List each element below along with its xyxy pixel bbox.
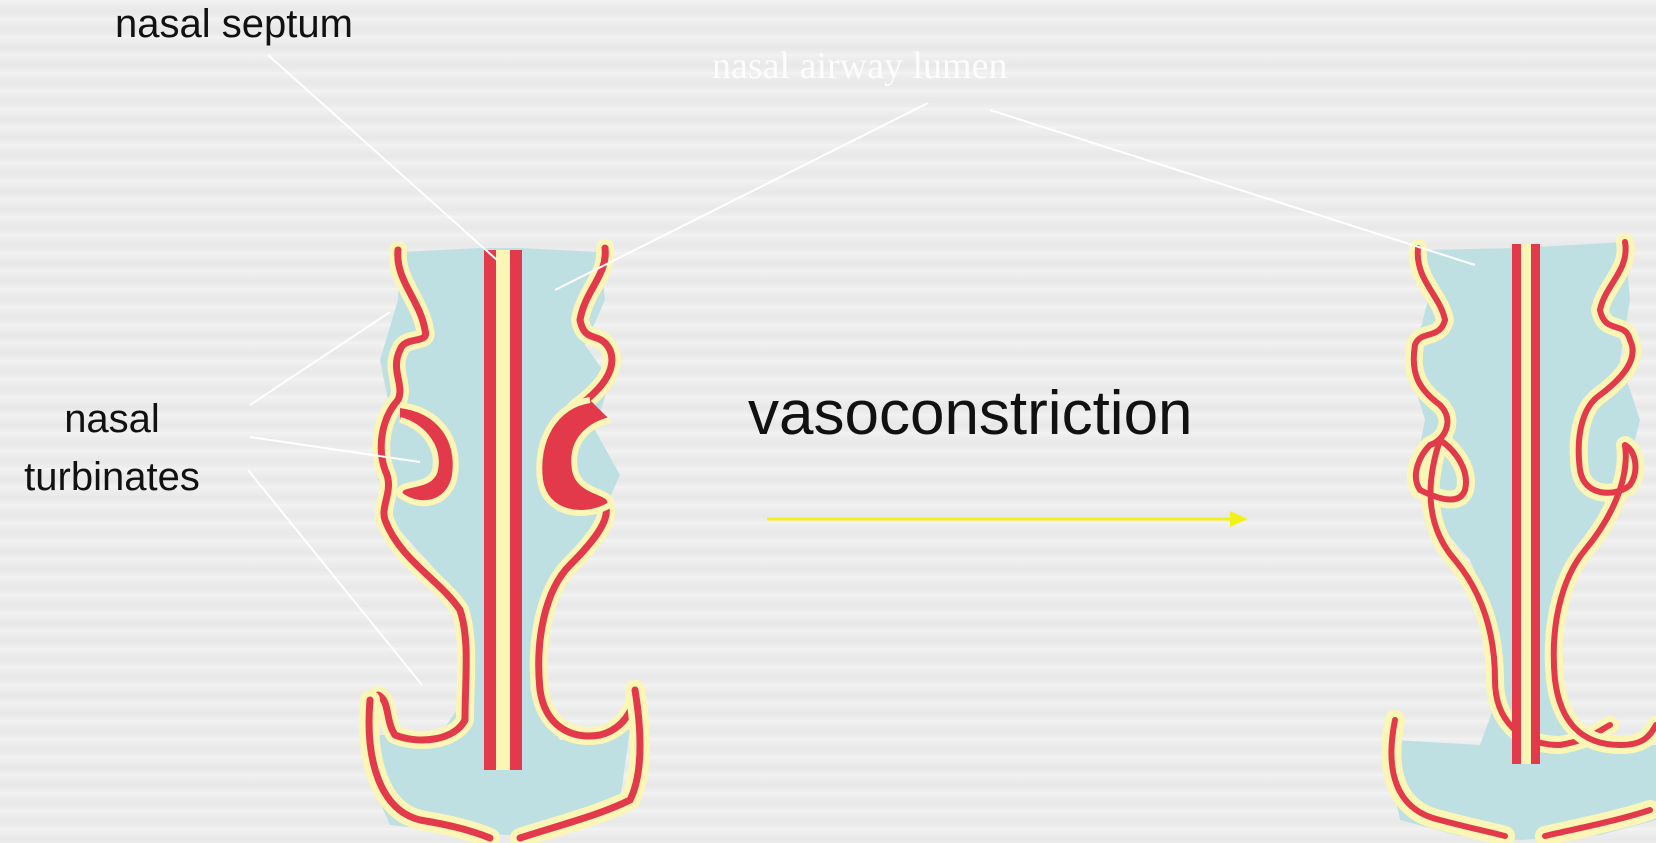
arrow-head	[1230, 511, 1248, 527]
leader-turbinate-1	[250, 312, 390, 405]
congested-nasal-cavity	[369, 248, 640, 838]
right-septum-wall-b	[1531, 244, 1540, 764]
left-septum-wall-b	[510, 250, 522, 770]
label-nasal-septum: nasal septum	[115, 2, 353, 47]
leader-septum	[268, 55, 497, 260]
right-septum-wall-a	[1512, 244, 1521, 764]
leader-lumen-right	[990, 110, 1475, 265]
decongested-nasal-cavity	[1390, 242, 1656, 840]
vasoconstriction-arrow	[767, 511, 1248, 527]
label-vasoconstriction: vasoconstriction	[748, 378, 1193, 449]
label-nasal-turbinates-line1: nasal	[12, 390, 212, 448]
leader-lumen-left	[555, 103, 928, 290]
label-nasal-turbinates: nasal turbinates	[12, 390, 212, 506]
label-nasal-turbinates-line2: turbinates	[12, 448, 212, 506]
label-nasal-airway-lumen: nasal airway lumen	[712, 44, 1007, 88]
left-septum-wall-a	[484, 250, 496, 770]
